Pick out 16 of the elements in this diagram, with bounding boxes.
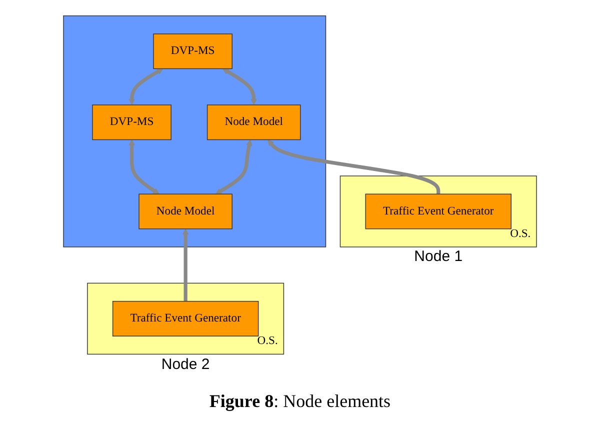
arrow xyxy=(222,68,258,104)
node-box: DVP-MS xyxy=(92,104,172,140)
node-caption: Node 1 xyxy=(414,248,463,266)
arrow xyxy=(128,68,164,104)
node-caption: Node 2 xyxy=(161,356,210,373)
arrow xyxy=(128,138,160,194)
node-box: Node Model xyxy=(206,104,301,140)
node-box: Traffic Event Generator xyxy=(112,300,259,336)
arrow xyxy=(268,138,440,194)
node-box: DVP-MS xyxy=(153,33,232,69)
node-box: Node Model xyxy=(138,193,232,229)
cluster xyxy=(63,14,326,247)
figure-caption: Figure 8: Node elements xyxy=(209,391,391,412)
node-box: Traffic Event Generator xyxy=(365,193,512,229)
arrow xyxy=(215,138,252,194)
arrow xyxy=(182,228,189,301)
